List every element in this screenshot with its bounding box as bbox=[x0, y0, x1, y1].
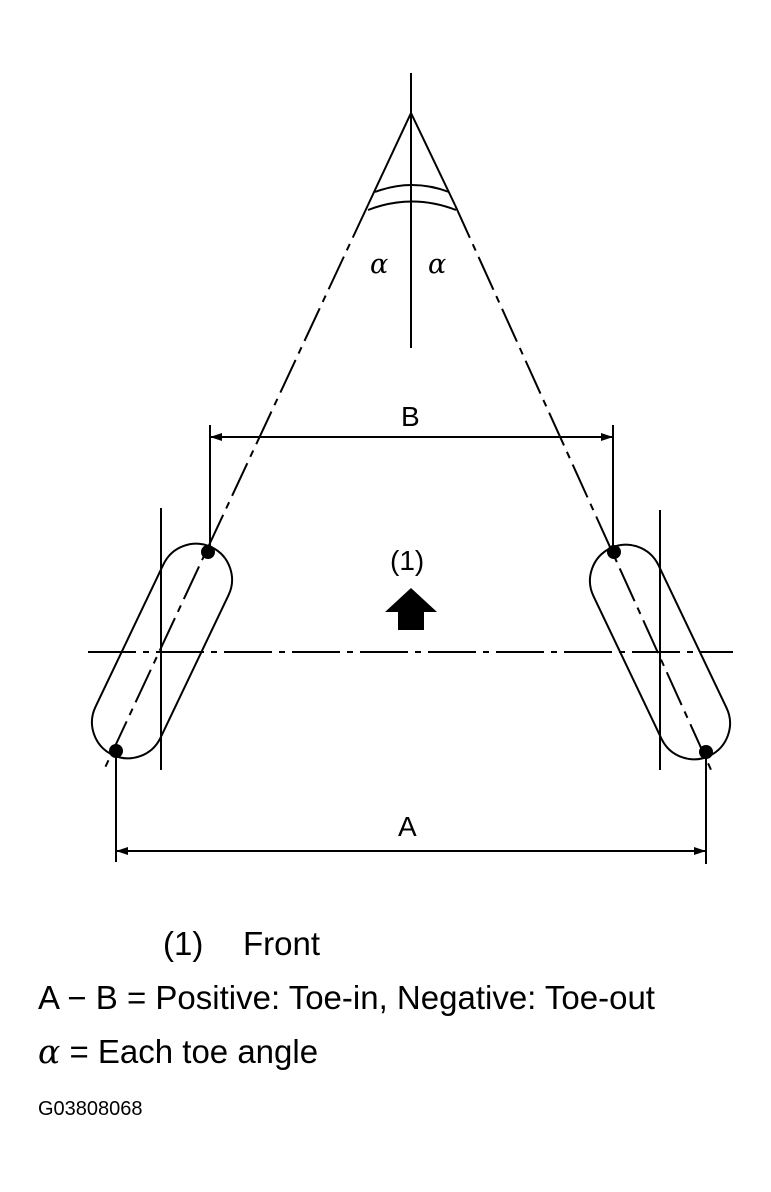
dimension-a bbox=[115, 752, 707, 864]
front-marker-label: (1) bbox=[390, 545, 424, 576]
dimension-b-label: B bbox=[401, 401, 420, 432]
front-direction-arrow-icon bbox=[385, 588, 437, 630]
right-wheel-front-point bbox=[607, 545, 621, 559]
alpha-right-label: α bbox=[428, 249, 446, 280]
left-wheel-rear-point bbox=[109, 744, 123, 758]
right-wheel-direction-line bbox=[410, 112, 713, 773]
dimension-a-label: A bbox=[398, 811, 417, 842]
angle-arc-outer bbox=[374, 184, 450, 193]
left-wheel-front-point bbox=[201, 545, 215, 559]
alpha-left-label: α bbox=[370, 249, 388, 280]
right-wheel-rear-point bbox=[699, 745, 713, 759]
angle-arc-inner bbox=[367, 200, 457, 211]
left-wheel-direction-line bbox=[102, 112, 412, 773]
dimension-b bbox=[209, 425, 614, 552]
